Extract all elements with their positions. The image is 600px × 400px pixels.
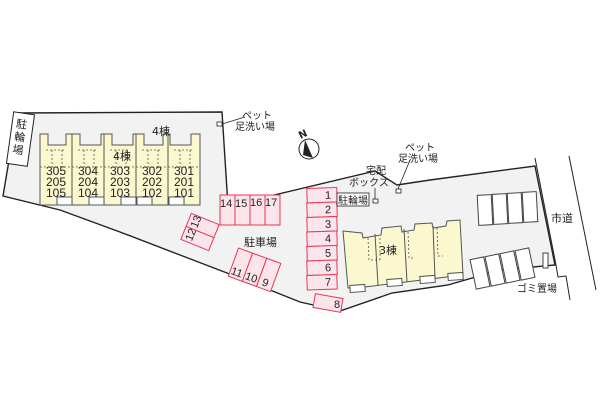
pet-wash-2-label-2: 足洗い場 (398, 152, 438, 165)
unit-number: 202 (142, 175, 162, 189)
parking-space: 6 (306, 259, 338, 277)
building-4 (39, 133, 201, 206)
svg-text:10: 10 (243, 270, 259, 285)
bicycle-parking-center-label: 駐輪場 (338, 194, 368, 207)
parking-space: 7 (306, 273, 338, 291)
parking-group-side: 13 12 (180, 212, 220, 252)
parking-space: 5 (306, 244, 338, 262)
unit-number: 101 (174, 186, 194, 200)
compass-icon: N (297, 128, 320, 160)
parking-space: 3 (306, 215, 338, 233)
bicycle-parking-center-box (336, 192, 370, 207)
bicycle-parking-left (5, 111, 36, 167)
parking-space: 2 (306, 201, 338, 219)
svg-text:12: 12 (183, 227, 199, 243)
unit-number: 203 (110, 175, 130, 189)
unit-number: 303 (110, 164, 130, 178)
city-road-line-right (568, 155, 597, 291)
parking-group-top: 14 15 16 17 (219, 194, 281, 226)
svg-text:15: 15 (235, 198, 247, 210)
garbage-box (542, 252, 549, 269)
unit-number: 102 (142, 186, 162, 200)
svg-text:16: 16 (250, 197, 262, 209)
building-4-label-top: 4棟 (152, 124, 170, 138)
building-3 (342, 219, 464, 294)
unit-number: 201 (174, 175, 194, 189)
pet-wash-1-leader (221, 116, 246, 125)
svg-text:4: 4 (325, 233, 332, 245)
building-3-label: 3棟 (379, 243, 397, 257)
parking-lot-label: 駐車場 (244, 235, 277, 249)
garbage-label: ゴミ置場 (517, 282, 557, 295)
unit-number: 205 (46, 175, 66, 189)
parking-space: 1 (306, 186, 338, 204)
city-road-label: 市道 (551, 211, 573, 225)
parking-right-bottom (469, 247, 536, 290)
svg-text:17: 17 (265, 197, 277, 209)
garbage-outline (555, 264, 571, 301)
pet-wash-1-label-2: 足洗い場 (235, 120, 275, 133)
pet-wash-1-label-1: ペット (242, 111, 272, 122)
pet-wash-2-marker (395, 188, 402, 194)
pet-wash-2-leader (397, 159, 411, 190)
svg-text:11: 11 (229, 265, 244, 280)
unit-number: 304 (78, 164, 98, 178)
unit-number: 302 (142, 164, 162, 178)
unit-number: 104 (78, 186, 98, 200)
unit-number: 105 (46, 186, 66, 200)
bicycle-parking-left-label: 駐 輪 場 (12, 116, 32, 158)
svg-text:5: 5 (325, 248, 332, 260)
svg-text:8: 8 (334, 299, 340, 311)
unit-number: 301 (174, 164, 194, 178)
svg-text:13: 13 (189, 214, 205, 230)
delivery-box-label-2: ボックス (349, 177, 389, 189)
svg-text:7: 7 (325, 277, 332, 289)
pet-wash-2-label-1: ペット (405, 143, 435, 154)
parking-group-bottom: 11 10 9 (227, 247, 282, 293)
parking-space: 4 (306, 230, 338, 248)
delivery-box-label-1: 宅配 (366, 164, 386, 177)
unit-number: 204 (78, 175, 98, 189)
svg-text:6: 6 (325, 262, 332, 274)
svg-text:9: 9 (260, 277, 270, 290)
delivery-box-marker (372, 198, 379, 204)
parking-column: 1 2 3 4 5 6 7 (306, 186, 338, 291)
unit-number: 103 (110, 186, 130, 200)
parking-right-top (476, 191, 539, 226)
parking-space-8: 8 (312, 293, 344, 313)
svg-text:14: 14 (220, 198, 232, 210)
pet-wash-1-marker (216, 121, 223, 127)
svg-text:2: 2 (325, 204, 332, 216)
svg-text:1: 1 (325, 190, 332, 202)
unit-number: 305 (46, 164, 66, 178)
city-road-line-left (534, 157, 557, 266)
building-4-label-inner: 4棟 (113, 149, 131, 163)
svg-text:3: 3 (325, 219, 332, 231)
